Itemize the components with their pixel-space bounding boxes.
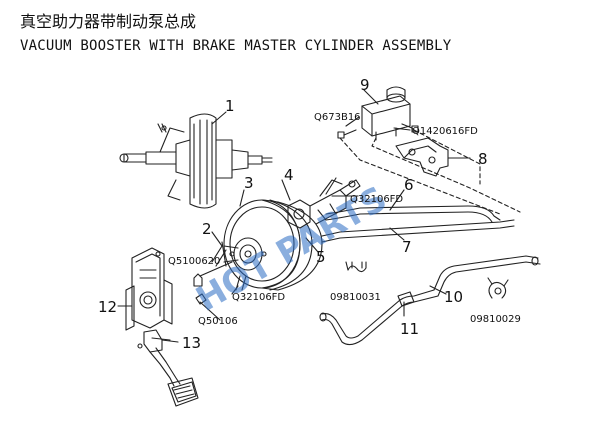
part-code-q5100620: Q5100620 <box>168 256 220 267</box>
part-code-q50106: Q50106 <box>198 316 238 327</box>
callout-2: 2 <box>202 220 212 238</box>
clip-09810031 <box>345 261 367 273</box>
part-code-q1420616fd: Q1420616FD <box>412 126 478 137</box>
diagram-title-chinese: 真空助力器带制动泵总成 <box>20 12 197 31</box>
part-code-q32106fd-bottom: Q32106FD <box>232 292 285 303</box>
clip-09810029 <box>487 277 509 299</box>
part-code-09810031: 09810031 <box>330 292 381 303</box>
part-code-q32106fd-top: Q32106FD <box>350 194 403 205</box>
part-11-tube-clamp <box>397 291 415 307</box>
part-1-vacuum-booster-side <box>119 113 273 209</box>
callout-7: 7 <box>402 238 412 256</box>
callout-3: 3 <box>244 174 254 192</box>
alignment-dashed-lines <box>339 129 521 215</box>
part-12-pedal-bracket <box>125 247 173 331</box>
part-7-brake-line <box>321 219 515 243</box>
callout-12: 12 <box>98 298 117 316</box>
diagram-title-english: VACUUM BOOSTER WITH BRAKE MASTER CYLINDE… <box>20 38 452 54</box>
hardware-q5100620 <box>193 273 203 287</box>
callout-11: 11 <box>400 320 419 338</box>
callout-5: 5 <box>316 248 326 266</box>
part-code-09810029: 09810029 <box>470 314 521 325</box>
callout-8: 8 <box>478 150 488 168</box>
part-8-bracket <box>395 137 449 177</box>
part-2-mounting-studs <box>211 245 247 291</box>
part-13-brake-pedal <box>137 329 199 407</box>
callout-10: 10 <box>444 288 463 306</box>
callout-6: 6 <box>404 176 414 194</box>
callout-13: 13 <box>182 334 201 352</box>
part-3-vacuum-booster-disc <box>221 199 323 291</box>
part-6-brake-line <box>325 205 501 223</box>
callout-9: 9 <box>360 76 370 94</box>
part-code-q673b16: Q673B16 <box>314 112 361 123</box>
callout-1: 1 <box>225 97 235 115</box>
hardware-q50106 <box>195 293 207 305</box>
part-4-master-cylinder <box>287 177 361 229</box>
callout-4: 4 <box>284 166 294 184</box>
